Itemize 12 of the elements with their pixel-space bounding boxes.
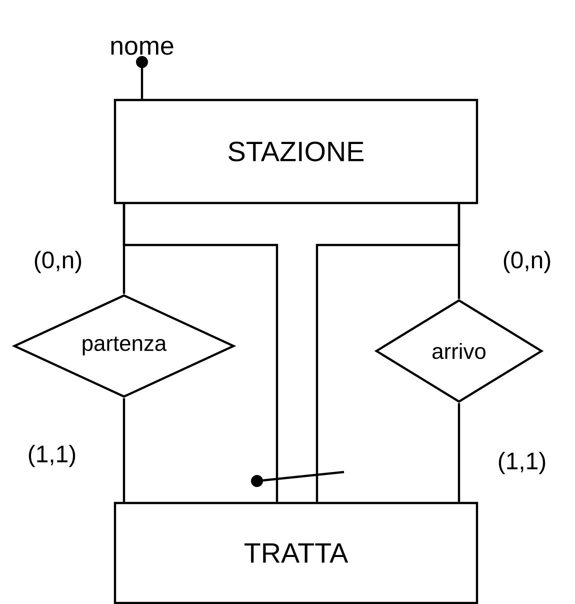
entity-box: TRATTA — [114, 502, 478, 604]
entity-box: STAZIONE — [114, 98, 478, 204]
connector-line — [122, 204, 278, 502]
connector-line — [136, 56, 148, 99]
connector-line — [316, 204, 460, 502]
cardinality-label: (1,1) — [28, 444, 76, 468]
connector-line — [122, 398, 126, 502]
attribute-label: nome — [111, 40, 174, 55]
cardinality-label: (1,1) — [498, 452, 546, 474]
connector-line — [458, 403, 460, 502]
cardinality-label: (0,n) — [34, 250, 82, 274]
cardinality-label: (0,n) — [504, 250, 550, 274]
